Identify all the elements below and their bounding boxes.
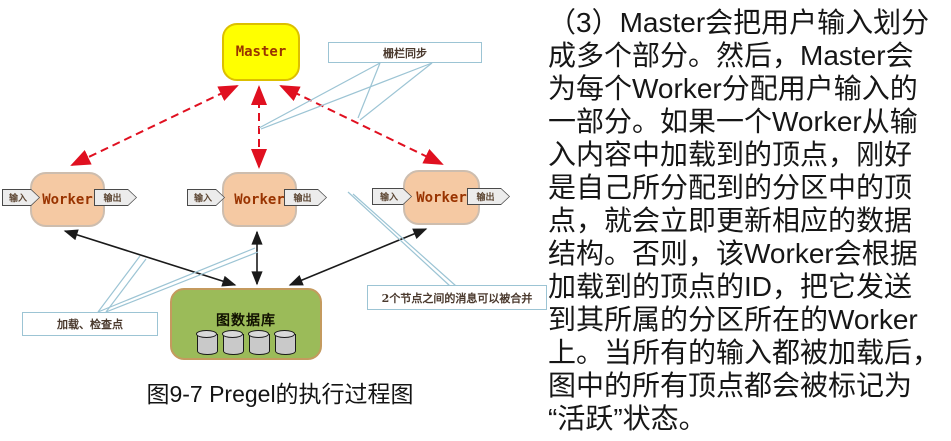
worker-node-2[interactable]: Worker [222,172,297,227]
worker3-output-tag: 输出 [467,188,510,205]
graph-database-node[interactable]: 图数据库 [170,288,322,360]
database-cylinders [196,330,296,355]
master-label: Master [235,44,287,60]
text-line: 结构。否则，该Worker会根据 [548,238,918,269]
text-line: 是自己所分配到的分区中的顶 [548,172,913,203]
text-line: 一部分。如果一个Worker从输 [548,106,918,137]
text-line: “活跃”状态。 [548,403,707,434]
callout-leader-lines [97,62,457,313]
db-cylinder-icon [274,330,296,355]
worker-label: Worker [416,189,467,206]
text-line: 加载到的顶点的ID，把它发送 [548,271,913,302]
text-line: 点，就会立即更新相应的数据 [548,205,913,236]
db-cylinder-icon [248,330,270,355]
text-line: 上。当所有的输入都被加载后， [548,337,941,368]
pregel-diagram: Master Worker Worker Worker 输入 输出 输入 输出 [0,23,547,407]
worker-node-3[interactable]: Worker [403,170,480,225]
figure-caption: 图9-7 Pregel的执行过程图 [146,381,414,407]
explanation-text: （3）Master会把用户输入划分 成多个部分。然后，Master会 为每个Wo… [548,6,950,435]
callout-message-merge: 2个节点之间的消息可以被合并 [367,285,547,310]
master-node[interactable]: Master [222,23,300,81]
worker-label: Worker [42,191,93,208]
worker2-output-tag: 输出 [284,189,327,206]
text-line: （3）Master会把用户输入划分 [548,7,930,38]
text-line: 为每个Worker分配用户输入的 [548,73,918,104]
worker3-input-tag: 输入 [372,188,412,205]
worker1-output-tag: 输出 [94,189,137,206]
callout-load-checkpoint: 加载、检查点 [22,312,158,336]
text-line: 入内容中加载到的顶点，刚好 [548,139,913,170]
connector-lines [63,62,457,313]
master-worker-arrows [70,85,444,169]
worker-label: Worker [234,191,285,208]
worker2-input-tag: 输入 [187,189,225,206]
text-line: 图中的所有顶点都会被标记为 [548,370,913,401]
text-line: 到其所属的分区所在的Worker [548,304,918,335]
worker-node-1[interactable]: Worker [30,172,105,227]
database-label: 图数据库 [216,312,276,328]
db-cylinder-icon [196,330,218,355]
text-line: 成多个部分。然后，Master会 [548,40,914,71]
callout-barrier-sync: 栅栏同步 [328,42,482,63]
worker1-input-tag: 输入 [2,189,40,206]
db-cylinder-icon [222,330,244,355]
